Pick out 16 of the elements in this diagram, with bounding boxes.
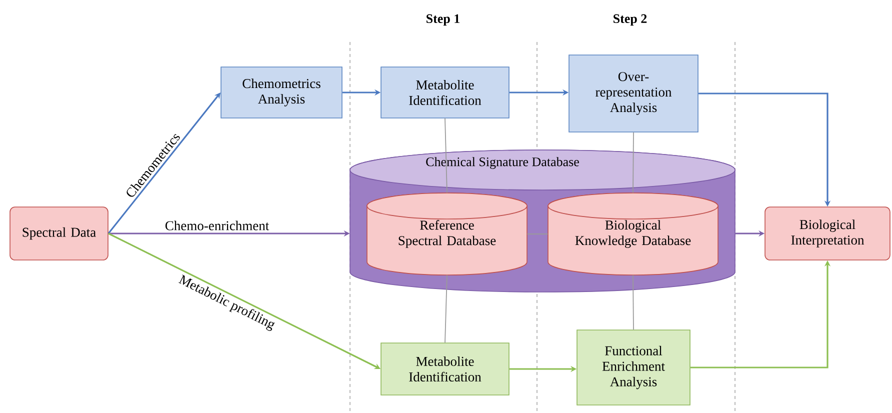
process-box: Spectral Data [10, 206, 108, 260]
process-box: Chemometrics Analysis [220, 66, 342, 118]
connector-line [632, 132, 634, 194]
edge-label: Chemo-enrichment [165, 220, 270, 230]
process-box: Over-representation Analysis [568, 54, 698, 132]
connector-line [632, 274, 634, 330]
database-cylinder: Biological Knowledge Database [548, 192, 718, 276]
process-box: Biological Interpretation [764, 206, 890, 260]
process-box: Functional Enrichment Analysis [576, 330, 690, 406]
connector-line [444, 274, 448, 344]
database-cylinder: Reference Spectral Database [366, 192, 528, 276]
step-heading: Step 1 [426, 14, 460, 26]
process-box: Metabolite Identification [380, 66, 510, 118]
process-box: Metabolite Identification [380, 342, 510, 396]
connector-line [444, 118, 448, 194]
step-heading: Step 2 [614, 14, 647, 26]
